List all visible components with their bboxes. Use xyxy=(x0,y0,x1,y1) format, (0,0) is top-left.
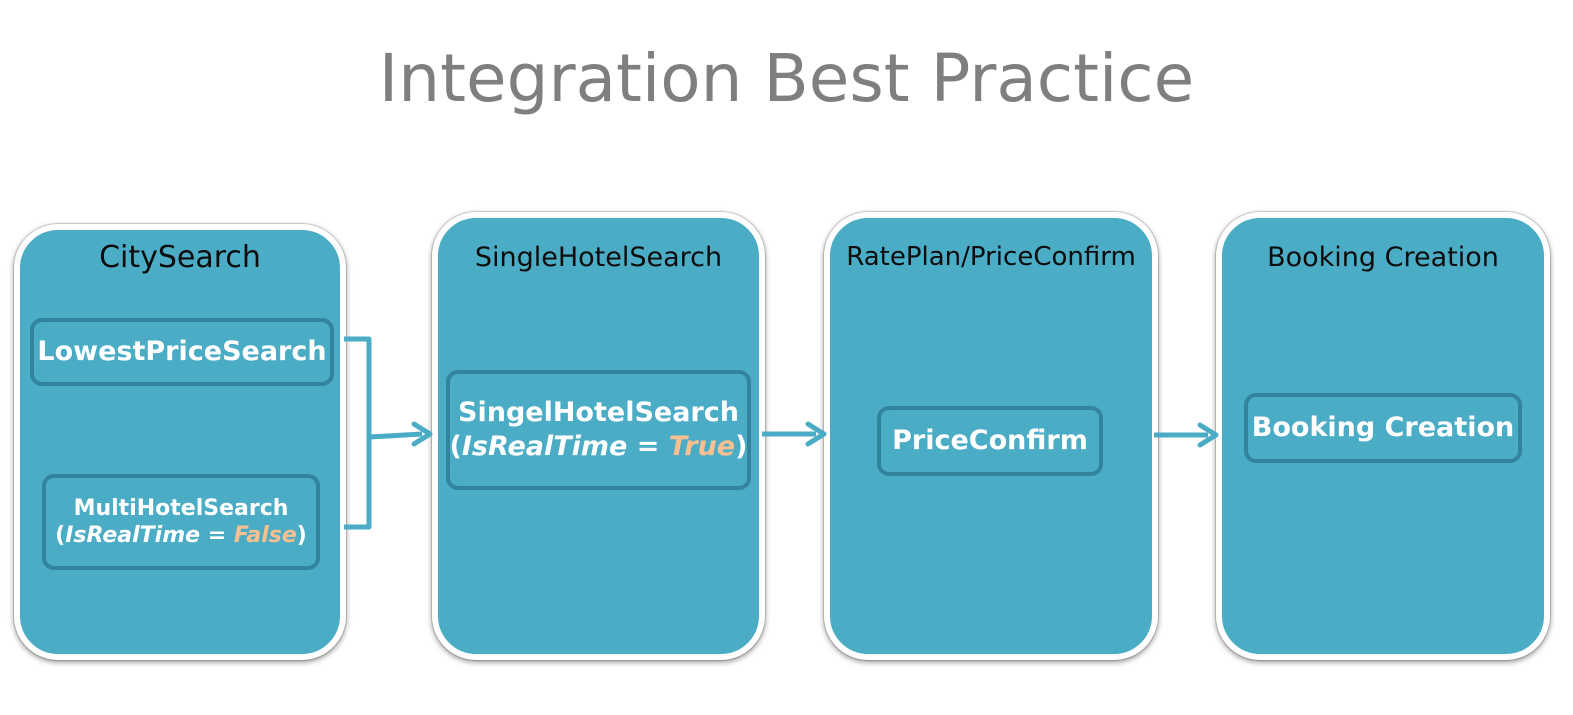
arrow-single-to-price-confirm xyxy=(762,421,827,447)
stage-booking-creation: Booking Creation Booking Creation xyxy=(1216,212,1550,660)
call-booking-creation: Booking Creation xyxy=(1244,393,1522,463)
merge-bracket xyxy=(344,336,372,530)
call-name: SingelHotelSearch xyxy=(458,397,739,429)
stage-city-search: CitySearch LowestPriceSearch MultiHotelS… xyxy=(14,224,346,660)
call-multi-hotel-search: MultiHotelSearch (IsRealTime = False) xyxy=(42,474,320,570)
stage-rate-plan-price-confirm: RatePlan/PriceConfirm PriceConfirm xyxy=(824,212,1158,660)
equals-sign: = xyxy=(636,431,660,462)
stage-title: CitySearch xyxy=(99,240,261,275)
stage-title: Booking Creation xyxy=(1267,242,1499,273)
arrow-price-confirm-to-booking xyxy=(1154,422,1219,448)
param-name: IsRealTime xyxy=(461,431,628,462)
call-condition: (IsRealTime = False) xyxy=(55,523,307,548)
call-lowest-price-search: LowestPriceSearch xyxy=(30,318,334,386)
equals-sign: = xyxy=(207,523,227,548)
call-singel-hotel-search: SingelHotelSearch (IsRealTime = True) xyxy=(446,370,751,490)
stage-title: RatePlan/PriceConfirm xyxy=(846,242,1136,272)
call-name: MultiHotelSearch xyxy=(73,495,289,521)
call-name: PriceConfirm xyxy=(892,425,1088,457)
param-name: IsRealTime xyxy=(65,523,201,548)
stage-single-hotel-search: SingleHotelSearch SingelHotelSearch (IsR… xyxy=(432,212,765,660)
call-condition: (IsRealTime = True) xyxy=(449,431,748,462)
diagram-title: Integration Best Practice xyxy=(378,40,1195,117)
param-value: False xyxy=(233,523,297,548)
arrow-city-to-single xyxy=(368,421,433,447)
call-price-confirm: PriceConfirm xyxy=(877,406,1103,476)
call-name: Booking Creation xyxy=(1251,412,1515,444)
param-value: True xyxy=(668,431,736,462)
call-name: LowestPriceSearch xyxy=(37,336,327,368)
stage-title: SingleHotelSearch xyxy=(474,242,723,273)
